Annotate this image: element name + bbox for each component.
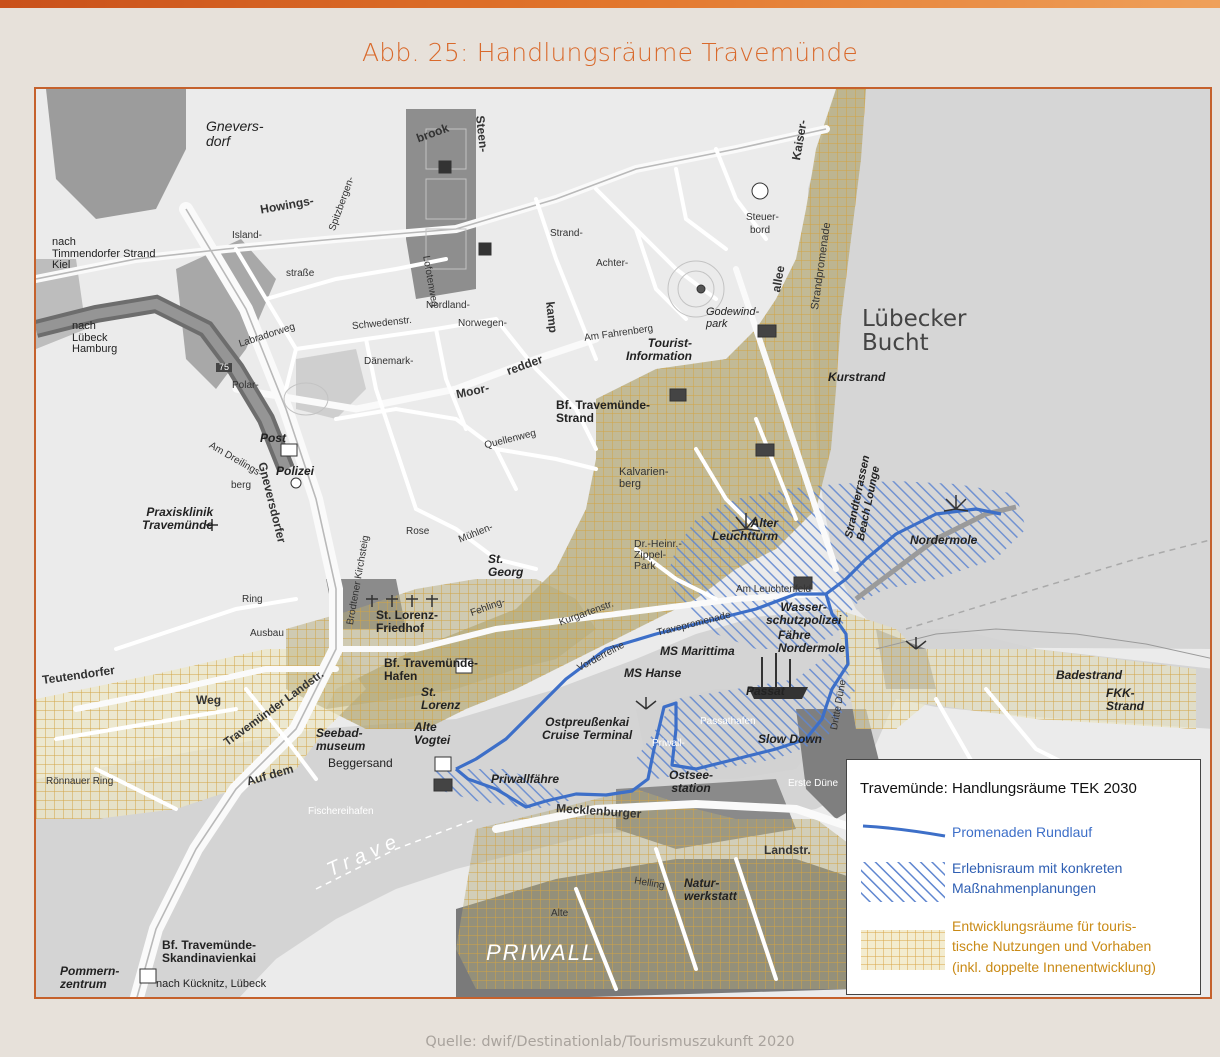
street-island: Island- [232, 230, 263, 241]
street-landstr: Landstr. [764, 843, 811, 857]
street-steuer: Steuer- [746, 212, 779, 223]
place-st-georg: St.Georg [488, 552, 524, 579]
place-gneversdorf: Gnevers-dorf [206, 118, 264, 149]
place-slow-down: Slow Down [758, 732, 822, 746]
direction-kuecknitz-luebeck: nach Kücknitz, Lübeck [156, 978, 267, 990]
place-kalvarienberg: Kalvarien-berg [619, 466, 669, 490]
street-roennauer-ring: Rönnauer Ring [46, 776, 114, 787]
street-strand: Strand- [550, 228, 583, 239]
place-pommernzentrum: Pommern-zentrum [60, 964, 120, 991]
legend-entw-line-2: tische Nutzungen und Vorhaben [952, 938, 1152, 955]
top-accent-bar [0, 0, 1220, 8]
street-strasse: straße [286, 268, 315, 279]
place-fkk-strand: FKK-Strand [1106, 686, 1145, 713]
place-st-lorenz-friedhof: St. Lorenz-Friedhof [376, 608, 438, 635]
legend-item-entwicklungsraeume: Entwicklungsräume für touris- tische Nut… [859, 916, 1199, 986]
street-berg: berg [231, 480, 252, 491]
legend-route-symbol [862, 824, 946, 838]
street-ring: Ring [242, 594, 263, 605]
place-polizei: Polizei [276, 464, 315, 478]
place-beggersand: Beggersand [328, 756, 393, 770]
place-st-lorenz: St.Lorenz [421, 685, 461, 712]
map-canvas [36, 89, 1210, 997]
promenade-route [454, 507, 1002, 809]
legend-erlebnis-line-2: Maßnahmenplanungen [952, 880, 1096, 897]
street-kamp: kamp [543, 300, 561, 334]
place-ms-hanse: MS Hanse [624, 666, 682, 680]
place-ms-marittima: MS Marittima [660, 644, 735, 658]
place-godewindpark: Godewind-park [706, 306, 760, 330]
road-number-75: 75 [216, 362, 233, 373]
place-ostseestation: Ostsee-station [669, 768, 714, 795]
street-priwall: Priwall- [652, 738, 685, 749]
figure-title: Abb. 25: Handlungsräume Travemünde [362, 38, 858, 67]
place-nordermole: Nordermole [910, 533, 978, 547]
legend-hatch-symbol [861, 862, 945, 902]
place-tourist-information: Tourist-Information [626, 336, 692, 363]
street-am-leuchtenfeld: Am Leuchtenfeld [736, 584, 812, 595]
street-norwegen: Norwegen- [458, 318, 507, 329]
source-caption: Quelle: dwif/Destinationlab/Tourismuszuk… [425, 1034, 795, 1050]
place-kurstrand: Kurstrand [828, 370, 886, 384]
priwall-label: PRIWALL [486, 940, 597, 965]
place-passat: Passat [746, 684, 785, 698]
place-wasserschutzpolizei: Wasser-schutzpolizei [766, 600, 842, 627]
legend-grid-symbol [861, 930, 945, 970]
place-naturwerkstatt: Natur-werkstatt [684, 876, 737, 903]
street-rose: Rose [406, 526, 430, 537]
place-seebadmuseum: Seebad-museum [316, 726, 366, 753]
hatched-area [666, 481, 1026, 649]
street-nordland: Nordland- [426, 300, 470, 311]
street-polar: Polar- [232, 380, 259, 391]
place-post: Post [260, 431, 287, 445]
place-bf-travemuende-strand: Bf. Travemünde-Strand [556, 398, 651, 425]
street-passathafen: Passathafen [700, 716, 756, 727]
place-bf-travemuende-hafen: Bf. Travemünde-Hafen [384, 656, 479, 683]
street-achter: Achter- [596, 258, 629, 269]
place-dr-heinr-zippel-park: Dr.-Heinr.-Zippel-Park [634, 538, 682, 573]
legend-item-erlebnisraum: Erlebnisraum mit konkreten Maßnahmenplan… [859, 858, 1189, 908]
map-legend: Travemünde: Handlungsräume TEK 2030 Prom… [846, 759, 1201, 995]
street-alte: Alte [551, 908, 569, 919]
legend-item-promenade: Promenaden Rundlauf [859, 818, 1189, 858]
street-weg: Weg [196, 693, 222, 707]
legend-entw-line-3: (inkl. doppelte Innenentwicklung) [952, 958, 1156, 975]
legend-erlebnis-line-1: Erlebnisraum mit konkreten [952, 860, 1123, 876]
street-steen: Steen- [473, 114, 491, 153]
place-priwallfaehre: Priwallfähre [491, 772, 560, 786]
street-fischereihafen: Fischereihafen [308, 806, 374, 817]
legend-title: Travemünde: Handlungsräume TEK 2030 [860, 780, 1137, 797]
street-daenemark: Dänemark- [364, 356, 414, 367]
street-erste-duene: Erste Düne [788, 778, 839, 789]
street-ausbau: Ausbau [250, 628, 284, 639]
street-bord: bord [750, 225, 771, 236]
place-bf-skandinavienkai: Bf. Travemünde-Skandinavienkai [162, 938, 257, 965]
place-badestrand: Badestrand [1056, 668, 1123, 682]
legend-entw-line-1: Entwicklungsräume für touris- [952, 918, 1137, 934]
